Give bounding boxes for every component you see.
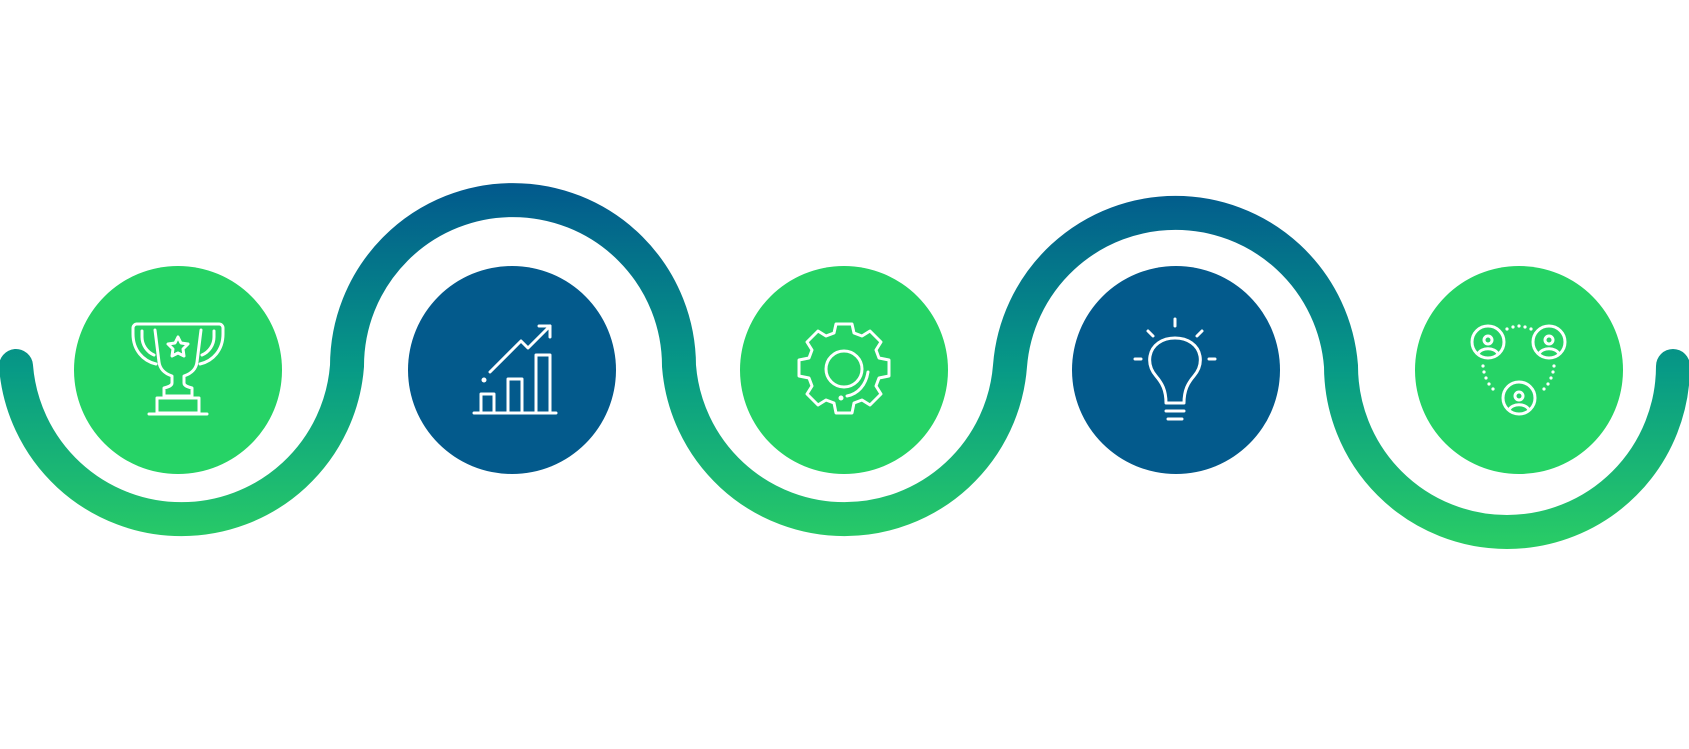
team-network-dots <box>1481 324 1556 391</box>
step-circle-2 <box>408 266 616 474</box>
lightbulb-icon <box>1133 317 1217 421</box>
step-circle-4 <box>1072 266 1280 474</box>
step-circle-5 <box>1415 266 1623 474</box>
team-network-icon <box>1470 324 1567 416</box>
gear-icon <box>797 322 891 415</box>
step-circle-1 <box>74 266 282 474</box>
trophy-icon <box>131 322 225 416</box>
growth-chart-icon <box>472 324 558 415</box>
step-circle-3 <box>740 266 948 474</box>
wavy-connector-path <box>0 183 1689 549</box>
